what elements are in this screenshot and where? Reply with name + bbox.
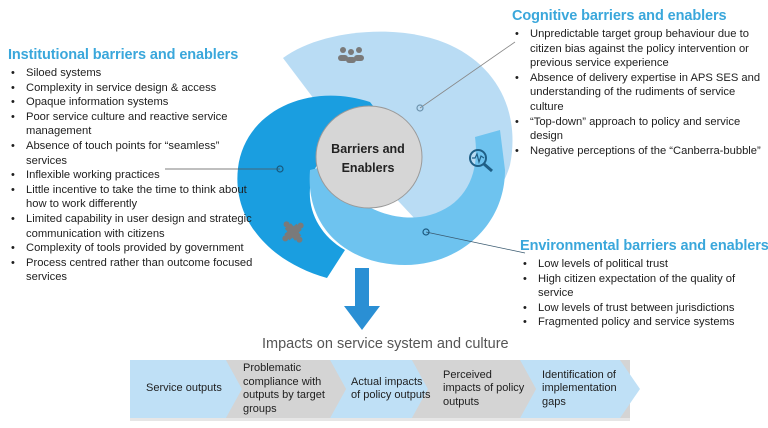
cognitive-section: Cognitive barriers and enablers Unpredic… [512, 8, 762, 158]
list-item: Opaque information systems [8, 95, 258, 110]
chevron-3 [330, 360, 428, 418]
institutional-section: Institutional barriers and enablers Silo… [8, 47, 258, 285]
impact-step-label: Perceived impacts of policy outputs [443, 368, 525, 408]
impact-step: Service outputs [146, 360, 236, 418]
center-label-line1: Barriers and [331, 142, 405, 156]
list-item: Absence of delivery expertise in APS SES… [512, 71, 762, 115]
chevron-band-shadow [130, 418, 630, 421]
list-item: Low levels of political trust [520, 257, 766, 272]
list-item: Unpredictable target group behaviour due… [512, 27, 762, 71]
list-item: Complexity of tools provided by governme… [8, 241, 258, 256]
institutional-leader-dot [276, 165, 284, 173]
impact-step: Perceived impacts of policy outputs [443, 360, 525, 418]
environmental-section: Environmental barriers and enablers Low … [520, 238, 768, 330]
environmental-leader-dot [422, 228, 430, 236]
cognitive-heading: Cognitive barriers and enablers [512, 8, 727, 24]
institutional-heading: Institutional barriers and enablers [8, 47, 239, 63]
impact-step: Actual impacts of policy outputs [351, 360, 431, 418]
list-item: Absence of touch points for “seamless” s… [8, 139, 258, 168]
puzzle-piece-icon [282, 221, 304, 243]
environmental-list: Low levels of political trust High citiz… [520, 257, 766, 330]
impact-step-label: Identification of implementation gaps [542, 368, 617, 408]
center-circle [315, 105, 423, 209]
people-group-icon [338, 47, 364, 63]
list-item: High citizen expectation of the quality … [520, 272, 766, 301]
institutional-ring [237, 95, 390, 279]
down-arrow-icon [344, 268, 380, 330]
center-label-line2: Enablers [341, 161, 395, 175]
magnifier-pulse-icon [469, 149, 493, 173]
list-item: Fragmented policy and service systems [520, 315, 766, 330]
list-item: Low levels of trust between jurisdiction… [520, 301, 766, 316]
chevron-5 [520, 360, 640, 418]
impact-step: Identification of implementation gaps [542, 360, 628, 418]
list-item: Process centred rather than outcome focu… [8, 256, 258, 285]
impact-step-label: Actual impacts of policy outputs [351, 375, 431, 402]
list-item: Inflexible working practices [8, 168, 258, 183]
impact-step-label: Problematic compliance with outputs by t… [243, 362, 325, 415]
chevron-4 [412, 360, 536, 418]
cognitive-list: Unpredictable target group behaviour due… [512, 27, 762, 158]
list-item: Siloed systems [8, 66, 258, 81]
impact-step-label: Service outputs [146, 382, 222, 395]
cognitive-leader-dot [416, 104, 424, 112]
list-item: Poor service culture and reactive servic… [8, 110, 258, 139]
impacts-process-band: Service outputs Problematic compliance w… [130, 360, 650, 422]
impacts-title: Impacts on service system and culture [262, 336, 509, 352]
center-label: Barriers and Enablers [318, 140, 418, 178]
chevron-1 [130, 360, 242, 418]
environmental-leader-line [425, 231, 526, 254]
chevron-2 [226, 360, 346, 418]
list-item: Negative perceptions of the “Canberra-bu… [512, 144, 762, 159]
list-item: Little incentive to take the time to thi… [8, 183, 258, 212]
institutional-list: Siloed systems Complexity in service des… [8, 66, 258, 285]
environmental-heading: Environmental barriers and enablers [520, 238, 768, 254]
environmental-ring [309, 130, 505, 265]
cognitive-leader-line [419, 41, 516, 109]
list-item: Limited capability in user design and st… [8, 212, 258, 241]
list-item: Complexity in service design & access [8, 81, 258, 96]
list-item: “Top-down” approach to policy and servic… [512, 115, 762, 144]
impact-step: Problematic compliance with outputs by t… [243, 360, 339, 418]
